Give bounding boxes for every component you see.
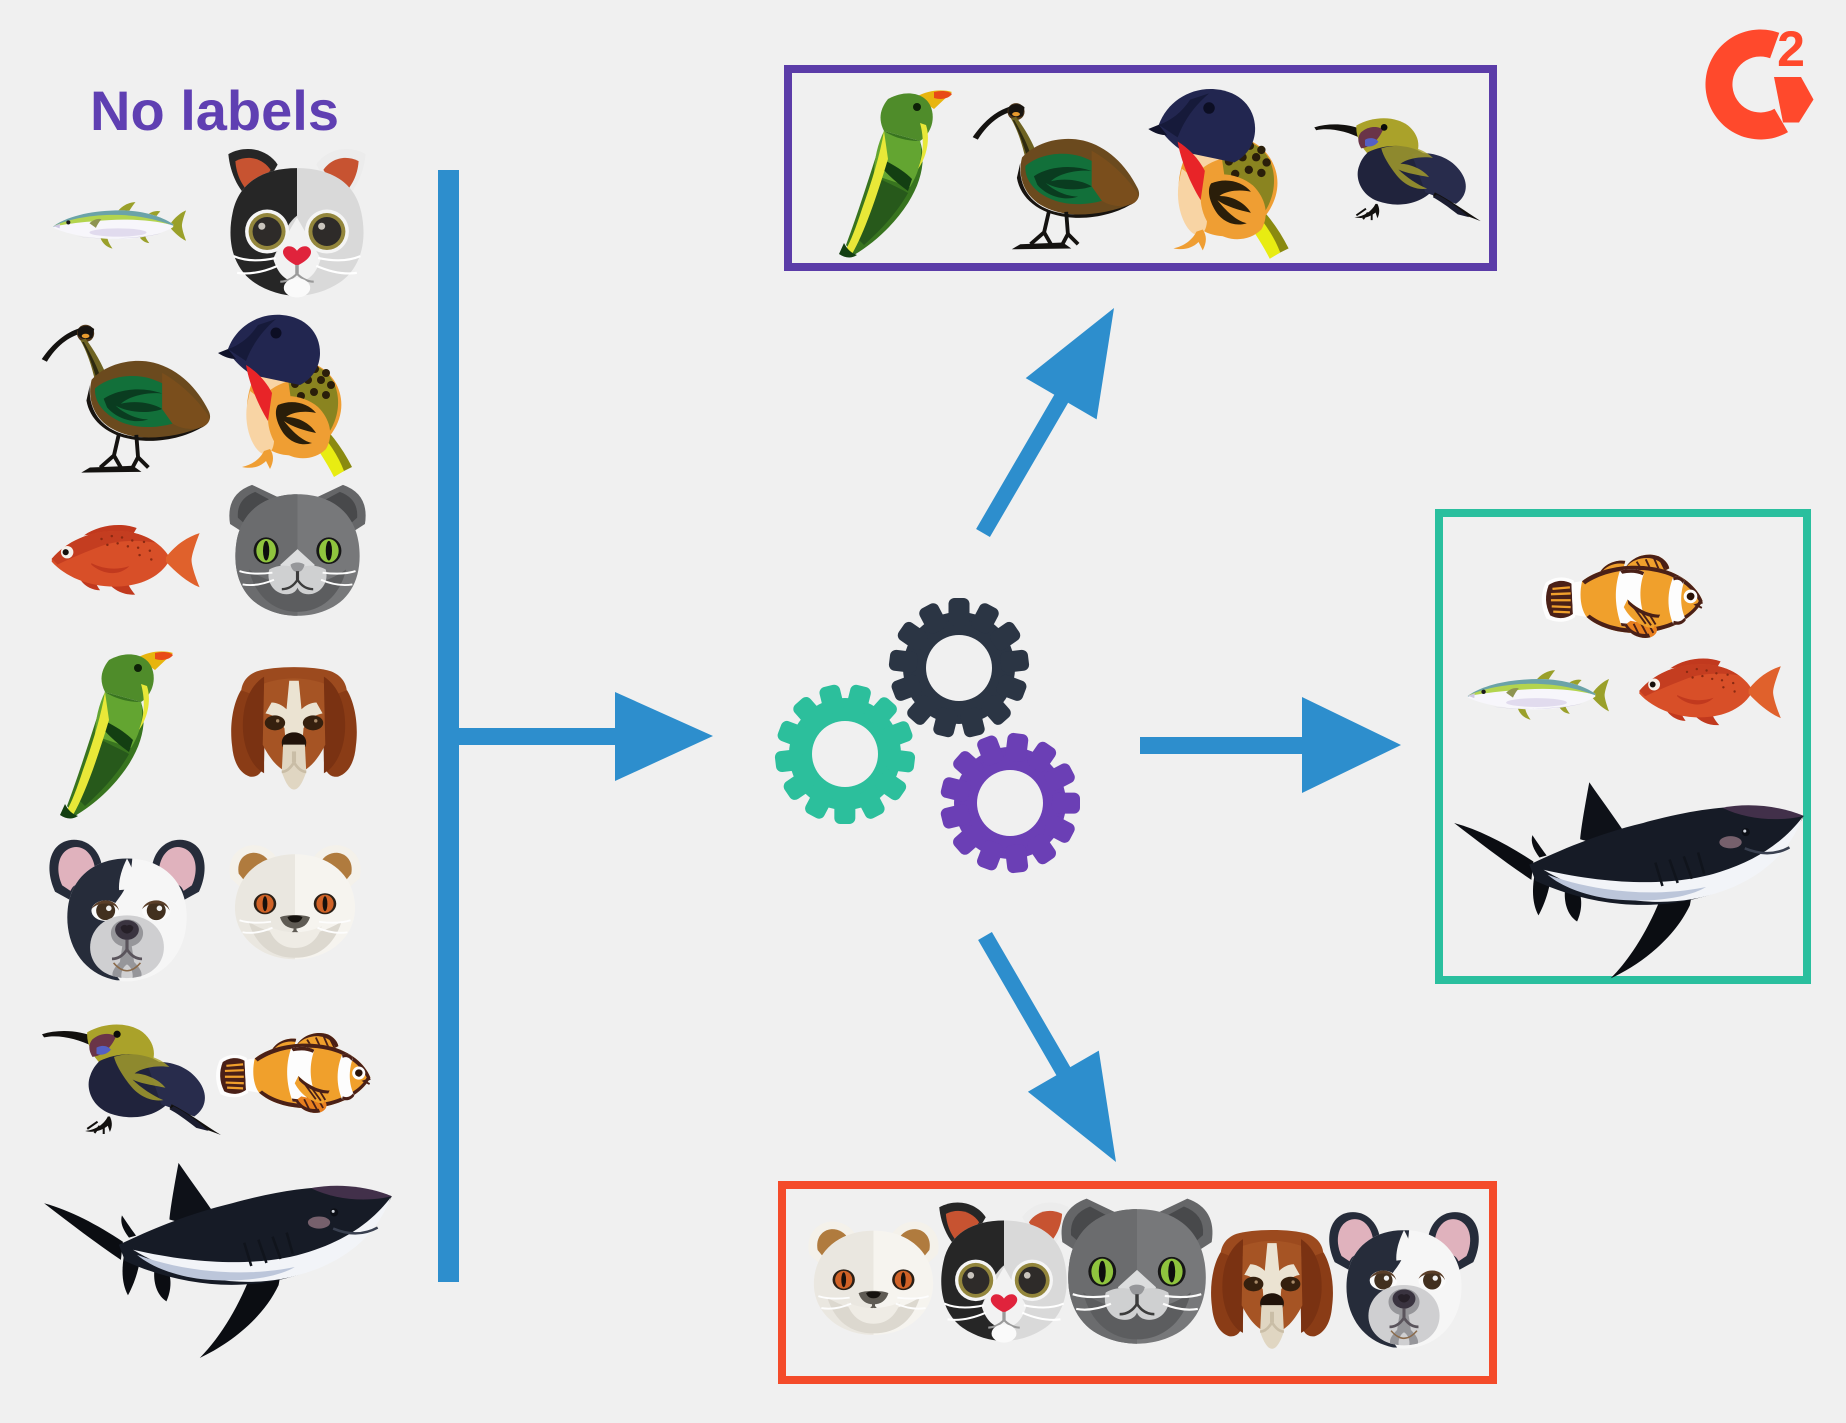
svg-text:No labels: No labels <box>90 79 339 142</box>
svg-text:2: 2 <box>1777 21 1805 77</box>
